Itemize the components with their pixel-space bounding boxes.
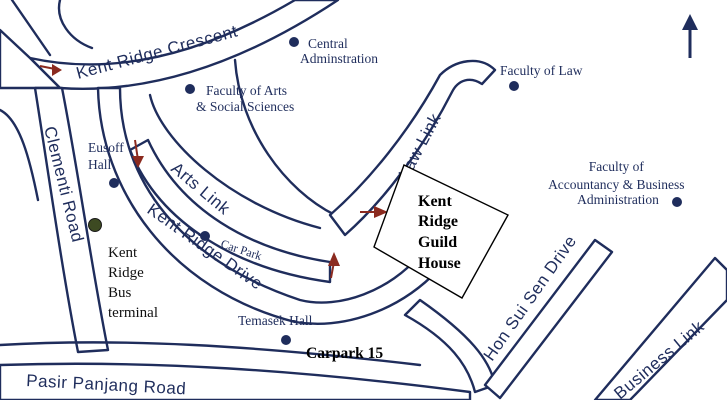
road-top-edge-2 <box>57 0 94 50</box>
arrow-head-crescent <box>52 64 62 76</box>
marker-central-admin <box>289 37 299 47</box>
direction-arrows <box>39 64 388 279</box>
arrow-kent-ridge-drive <box>330 261 335 279</box>
road-top-left <box>0 28 62 90</box>
label-central-admin: Central Adminstration <box>300 36 378 66</box>
marker-faculty-accountancy <box>672 197 682 207</box>
road-pasir-panjang-edge <box>0 341 422 367</box>
marker-eusoff-hall <box>109 178 119 188</box>
road-hon-sui-sen-diag <box>483 238 614 400</box>
marker-car-park <box>200 231 210 241</box>
label-carpark-15: Carpark 15 <box>306 345 383 362</box>
road-kent-ridge-crescent <box>28 0 340 90</box>
road-arts-link <box>128 138 332 284</box>
marker-bus-terminal <box>88 218 102 232</box>
guild-house-box <box>373 164 509 299</box>
marker-faculty-arts <box>185 84 195 94</box>
arrow-head-law-link <box>374 206 388 218</box>
guild-house: Kent Ridge Guild House <box>373 164 509 299</box>
road-clementi <box>33 86 110 354</box>
label-faculty-arts: Faculty of Arts & Social Sciences <box>196 83 294 114</box>
label-faculty-law: Faculty of Law <box>500 63 583 78</box>
label-faculty-accountancy: Faculty of Accountancy & Business Admini… <box>548 159 688 207</box>
label-temasek-hall: Temasek Hall <box>238 313 313 328</box>
road-arts-link-curve <box>148 93 322 230</box>
road-clementi-edge <box>0 108 40 202</box>
label-guild-house: Kent Ridge Guild House <box>418 193 462 272</box>
label-bus-terminal: Kent Ridge Bus terminal <box>108 245 158 321</box>
label-eusoff-hall: Eusoff Hall <box>88 140 127 172</box>
marker-temasek-hall <box>281 335 291 345</box>
road-kent-ridge-drive <box>96 86 440 325</box>
marker-faculty-law <box>509 81 519 91</box>
road-arts-link-curve-2 <box>233 58 337 217</box>
north-arrow-icon <box>682 14 698 58</box>
arrow-head-kent-ridge-drive <box>328 252 340 266</box>
road-hon-sui-sen <box>403 298 497 394</box>
arrow-head-arts <box>132 156 144 168</box>
road-top-edge <box>10 0 52 57</box>
road-business-link <box>593 256 727 400</box>
road-pasir-panjang <box>0 362 472 400</box>
